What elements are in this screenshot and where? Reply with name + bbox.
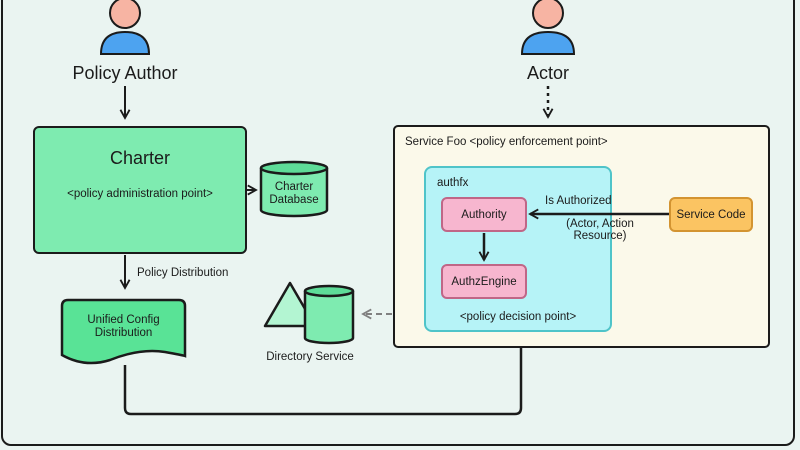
charter-subtitle: <policy administration point> [67,188,213,200]
unified-config-line1: Unified Config [87,314,160,326]
authfx-box[interactable]: authfx <policy decision point> [424,166,612,332]
authority-box[interactable]: Authority [441,197,527,232]
policy-distribution-label: Policy Distribution [137,267,229,279]
authz-engine-box[interactable]: AuthzEngine [441,264,527,299]
is-authorized-params: (Actor, Action Resource) [560,218,640,242]
config-to-authfx-arrow [123,336,521,416]
charter-box[interactable]: Charter <policy administration point> [33,126,247,254]
service-foo-title: Service Foo <policy enforcement point> [405,136,608,148]
charter-database-label[interactable]: Charter Database [261,181,327,207]
charter-database-line1: Charter [274,181,314,193]
unified-config-label[interactable]: Unified Config Distribution [62,314,185,340]
is-authorized-label: Is Authorized [545,195,612,207]
is-authorized-params-line2: Resource) [573,230,627,242]
actor-label: Actor [526,63,569,83]
charter-database-cylinder-icon [259,160,329,218]
policy-decision-point-label: <policy decision point> [459,311,577,323]
policy-author-person-icon [99,0,151,55]
actor-person-icon [520,0,576,55]
charter-database-line2: Database [269,194,319,206]
service-code-box[interactable]: Service Code [669,197,753,232]
directory-service-label: Directory Service [266,351,354,363]
is-authorized-params-line1: (Actor, Action [566,218,634,230]
unified-config-line2: Distribution [94,327,153,339]
unified-config-document-shape [60,298,187,365]
policy-author-label: Policy Author [72,63,178,83]
charter-title: Charter [109,148,171,168]
authfx-title: authfx [437,177,469,189]
directory-service-icon [263,281,355,345]
